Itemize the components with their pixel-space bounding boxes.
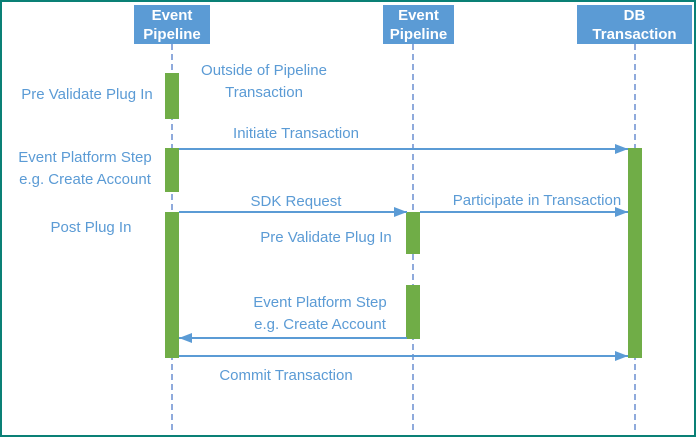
label-participate-in-transaction: Participate in Transaction <box>452 192 622 209</box>
actor-event-pipeline-2: Event Pipeline <box>383 5 454 44</box>
actor-event-pipeline-1: Event Pipeline <box>134 5 210 44</box>
arrowhead-left-icon <box>179 333 192 343</box>
label-pre-validate-plug-in-2: Pre Validate Plug In <box>260 229 392 246</box>
label-line: Event Platform Step <box>18 149 152 166</box>
label-event-platform-step-1: Event Platform Step e.g. Create Account <box>5 147 165 191</box>
label-outside-of-pipeline-transaction: Outside of Pipeline Transaction <box>184 60 344 104</box>
label-line: e.g. Create Account <box>254 316 386 333</box>
actor-label-line: Pipeline <box>389 26 448 43</box>
arrowhead-right-icon <box>615 351 628 361</box>
label-line: Transaction <box>225 84 303 101</box>
actor-label-line: Event <box>151 7 193 24</box>
actor-db-transaction: DB Transaction <box>577 5 692 44</box>
activation-bar-db-transaction <box>628 148 642 358</box>
arrowhead-right-icon <box>615 144 628 154</box>
label-commit-transaction: Commit Transaction <box>219 367 353 384</box>
activation-bar-post-plug-in <box>165 212 179 358</box>
activation-bar-pre-validate-2 <box>406 212 420 254</box>
label-sdk-request: SDK Request <box>250 193 342 210</box>
arrowhead-right-icon <box>615 207 628 217</box>
activation-bar-event-platform-step-2 <box>406 285 420 339</box>
arrow-return-to-pipeline <box>179 333 407 343</box>
label-event-platform-step-2: Event Platform Step e.g. Create Account <box>240 292 400 336</box>
actor-label-line: Event <box>398 7 439 24</box>
label-initiate-transaction: Initiate Transaction <box>233 125 359 142</box>
label-line: e.g. Create Account <box>19 171 151 188</box>
arrowhead-right-icon <box>394 207 407 217</box>
activation-bar-pre-validate <box>165 73 179 119</box>
arrow-participate-in-transaction <box>420 207 628 217</box>
label-line: Event Platform Step <box>253 294 387 311</box>
actor-label-line: Pipeline <box>143 26 201 43</box>
label-post-plug-in: Post Plug In <box>50 219 132 236</box>
actor-label-line: Transaction <box>592 26 677 43</box>
activation-bar-event-platform-step <box>165 148 179 192</box>
label-pre-validate-plug-in-1: Pre Validate Plug In <box>21 86 153 103</box>
arrow-sdk-request <box>179 207 407 217</box>
arrow-initiate-transaction <box>179 144 628 154</box>
arrow-commit-transaction <box>179 351 628 361</box>
actor-label-line: DB <box>623 7 646 24</box>
label-line: Outside of Pipeline <box>201 62 327 79</box>
